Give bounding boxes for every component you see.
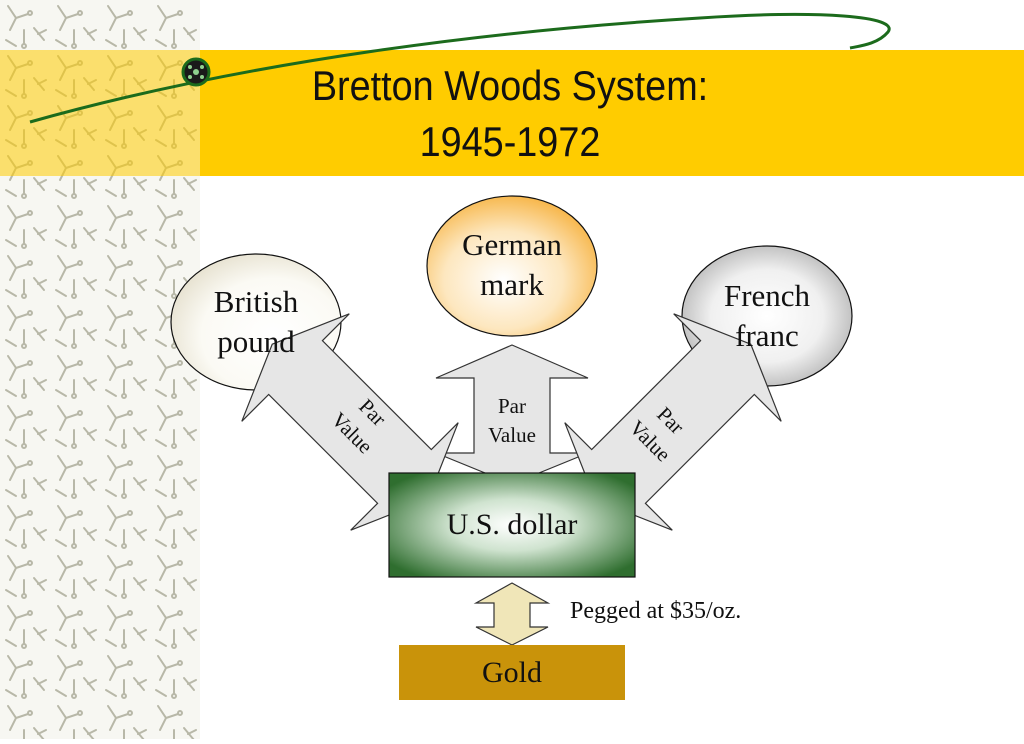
swoosh-curve-icon — [29, 13, 891, 124]
par-value-label-german: Par Value — [472, 392, 552, 450]
french-franc-label: French franc — [682, 248, 852, 384]
french-franc-label-line1: French — [723, 278, 811, 313]
british-pound-label-line2: pound — [217, 324, 295, 359]
french-franc-label-line2: franc — [735, 318, 799, 353]
german-mark-label-line1: German — [462, 227, 562, 262]
german-mark-circle — [426, 195, 598, 337]
us-dollar-label: U.S. dollar — [446, 508, 578, 541]
slide-title: Bretton Woods System: 1945-1972 — [231, 52, 789, 176]
british-pound-label-line1: British — [213, 284, 299, 319]
par-value-label-german-line1: Par — [498, 394, 526, 418]
par-value-label-german-line2: Value — [488, 423, 536, 447]
title-line-1: Bretton Woods System: — [311, 62, 709, 109]
us-dollar-box — [388, 472, 636, 578]
title-line-2: 1945-1972 — [419, 118, 601, 165]
pegged-label: Pegged at $35/oz. — [570, 598, 742, 624]
german-mark-label: German mark — [427, 200, 597, 330]
gold-peg-arrow — [473, 582, 551, 646]
bullet-node-icon — [181, 57, 211, 87]
british-pound-label: British pound — [171, 254, 341, 390]
gold-label: Gold — [482, 655, 542, 689]
german-mark-label-line2: mark — [480, 267, 544, 302]
gold-box — [399, 645, 625, 700]
title-band — [0, 50, 1024, 176]
